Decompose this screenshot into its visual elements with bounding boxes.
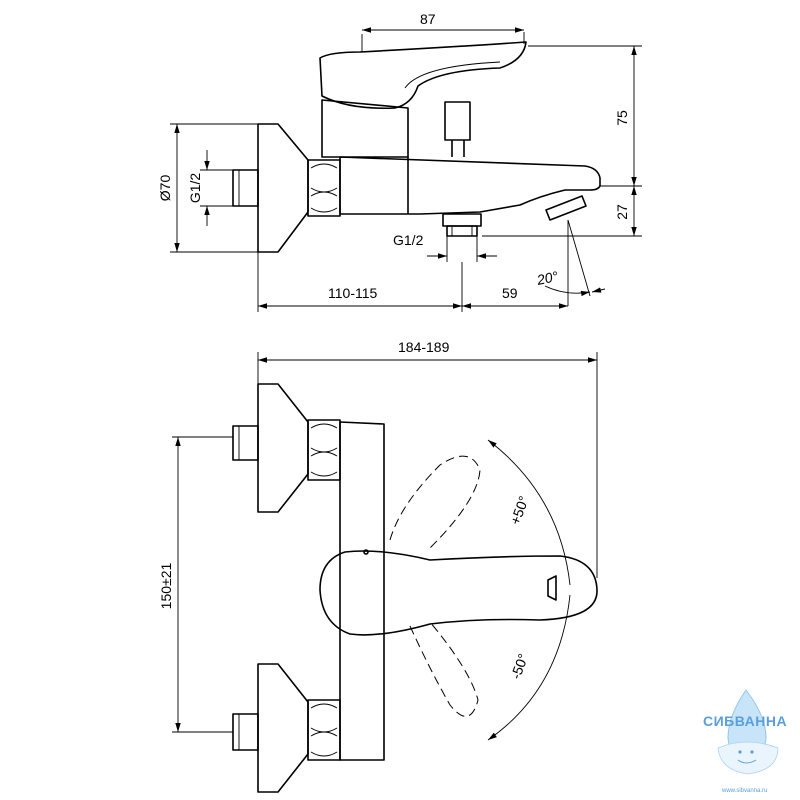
dim-top-width: 87 — [420, 11, 436, 27]
dim-spout-59: 59 — [502, 285, 518, 301]
lever-handle — [319, 41, 527, 110]
body-vertical — [339, 421, 385, 761]
diverter-knob — [444, 101, 471, 141]
dim-diameter: Ø70 — [157, 175, 173, 202]
dim-centers: 150±21 — [158, 562, 174, 609]
dim-angle-minus: -50° — [507, 651, 531, 681]
dim-projection: 110-115 — [328, 285, 378, 301]
mixer-body — [339, 156, 601, 215]
wall-flange — [257, 123, 309, 253]
lower-hex-nut — [307, 699, 341, 761]
watermark-brand: СИБВАННА — [703, 713, 787, 729]
hex-nut — [307, 159, 341, 217]
dim-thread-left: G1/2 — [187, 173, 203, 204]
watermark-url: www.sibvanna.ru — [721, 788, 767, 794]
dim-overall-width: 184-189 — [398, 339, 450, 355]
lever-top-view — [319, 550, 598, 636]
dim-thread-bottom: G1/2 — [393, 232, 424, 248]
dim-angle-plus: +50° — [507, 494, 532, 527]
shower-outlet — [442, 213, 482, 227]
upper-hex-nut — [307, 419, 341, 481]
dim-height-75: 75 — [614, 110, 630, 126]
dim-height-27: 27 — [614, 204, 630, 220]
lever-ghost-upper — [389, 455, 481, 549]
spout-aerator — [545, 195, 587, 221]
inlet-connector — [232, 169, 259, 207]
top-view: 184-189 +50° -50° 150±21 — [158, 339, 598, 793]
upper-flange — [257, 383, 309, 513]
side-view: 87 75 27 Ø70 G1/2 G1/2 20° — [157, 11, 642, 312]
watermark-logo: СИБВАННА www.sibvanna.ru — [703, 689, 787, 794]
lever-ghost-lower — [409, 621, 479, 717]
cartridge-column — [321, 99, 409, 158]
dim-angle-spout: 20° — [534, 268, 559, 288]
lower-flange — [257, 663, 309, 793]
